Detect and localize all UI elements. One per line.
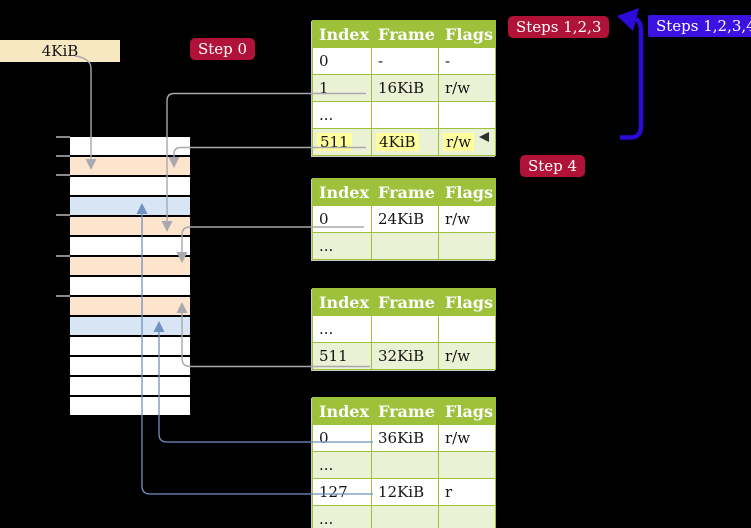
table-cell: 32KiB	[371, 342, 439, 370]
highlighted-value: 511	[317, 133, 352, 151]
table-cell: -	[438, 47, 496, 75]
memory-row-blue	[70, 197, 190, 217]
table-cell: 511	[312, 342, 372, 370]
table-cell: 4KiB	[371, 128, 439, 156]
memory-row-blue	[70, 317, 190, 337]
table-cell: r/w	[438, 424, 496, 452]
column-header: Frame	[371, 397, 439, 425]
physical-memory-column	[70, 137, 190, 415]
table-cell	[438, 505, 496, 528]
table-cell: 0	[312, 424, 372, 452]
table-row: ...	[312, 315, 496, 343]
table-cell: r/w	[438, 74, 496, 102]
highlighted-value: 4KiB	[376, 133, 419, 151]
table-cell	[438, 101, 496, 129]
column-header: Flags	[438, 178, 496, 206]
table-cell	[438, 451, 496, 479]
table-cell: r	[438, 478, 496, 506]
memory-row-orange	[70, 257, 190, 277]
memory-row-orange	[70, 157, 190, 177]
memory-tick	[56, 295, 70, 297]
column-header: Frame	[371, 178, 439, 206]
memory-tick	[56, 155, 70, 157]
column-header: Index	[312, 20, 372, 48]
table-cell	[438, 315, 496, 343]
memory-row-white	[70, 357, 190, 377]
badge-steps-1-2-3: Steps 1,2,3	[508, 16, 610, 38]
table-cell: ...	[312, 232, 372, 260]
memory-row-white	[70, 377, 190, 397]
table-row: ...	[312, 101, 496, 129]
badge-step-4: Step 4	[520, 155, 586, 177]
table-row: 0--	[312, 47, 496, 75]
column-header: Flags	[438, 20, 496, 48]
badge-steps-1-2-3-4: Steps 1,2,3,4	[648, 15, 751, 37]
big-steps-arrowhead	[617, 8, 639, 31]
table-cell: 1	[312, 74, 372, 102]
memory-row-white	[70, 177, 190, 197]
memory-row-white	[70, 337, 190, 357]
table-cell: ...	[312, 315, 372, 343]
column-header: Flags	[438, 397, 496, 425]
table-cell: 12KiB	[371, 478, 439, 506]
column-header: Frame	[371, 288, 439, 316]
table-row: ...	[312, 451, 496, 479]
table-cell	[371, 101, 439, 129]
table-cell: 0	[312, 47, 372, 75]
memory-tick	[56, 174, 70, 176]
memory-row-white	[70, 397, 190, 415]
table-cell: 24KiB	[371, 205, 439, 233]
table-cell: -	[371, 47, 439, 75]
table-cell	[371, 451, 439, 479]
table-cell: ...	[312, 101, 372, 129]
memory-row-white	[70, 137, 190, 157]
table-cell: 127	[312, 478, 372, 506]
table-cell: ...	[312, 451, 372, 479]
memory-row-orange	[70, 297, 190, 317]
memory-row-orange	[70, 217, 190, 237]
memory-tick	[56, 255, 70, 257]
column-header: Index	[312, 178, 372, 206]
page-size-label: 4KiB	[0, 40, 120, 62]
table-cell	[371, 232, 439, 260]
table-row: ...	[312, 232, 496, 260]
column-header: Frame	[371, 20, 439, 48]
table-row: ...	[312, 505, 496, 528]
table-cell: ...	[312, 505, 372, 528]
memory-tick	[56, 214, 70, 216]
highlighted-value: r/w	[443, 133, 475, 151]
memory-tick	[56, 136, 70, 138]
table-cell	[371, 505, 439, 528]
table-cell: r/w	[438, 342, 496, 370]
column-header: Index	[312, 288, 372, 316]
table-cell	[371, 315, 439, 343]
memory-row-white	[70, 237, 190, 257]
table-cell	[438, 232, 496, 260]
table-cell: r/w	[438, 128, 496, 156]
table-cell: 0	[312, 205, 372, 233]
memory-row-white	[70, 277, 190, 297]
column-header: Flags	[438, 288, 496, 316]
table-cell: 16KiB	[371, 74, 439, 102]
table-cell: 511	[312, 128, 372, 156]
big-steps-arrow	[617, 8, 644, 140]
column-header: Index	[312, 397, 372, 425]
badge-step-0: Step 0	[190, 38, 256, 60]
table-cell: r/w	[438, 205, 496, 233]
table-cell: 36KiB	[371, 424, 439, 452]
table-row: 511 4KiB r/w	[312, 128, 496, 156]
